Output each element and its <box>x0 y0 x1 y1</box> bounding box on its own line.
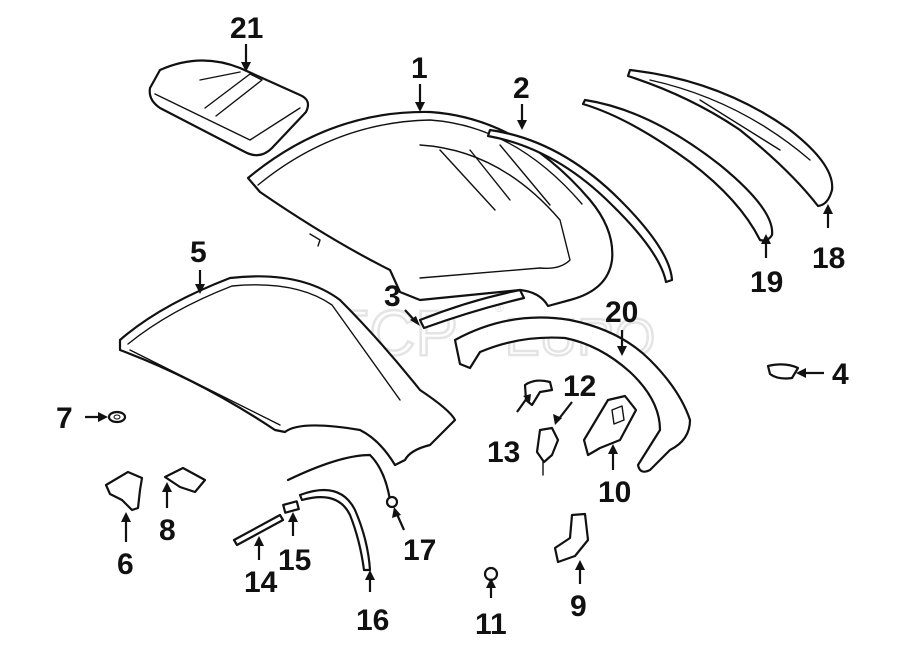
callout-19: 19 <box>750 266 783 299</box>
callout-15: 15 <box>278 544 311 577</box>
part-16-weatherstrip[interactable] <box>298 488 372 572</box>
part-7-washer[interactable] <box>107 410 127 424</box>
callout-21: 21 <box>230 12 263 45</box>
callout-16: 16 <box>356 604 389 637</box>
callout-4: 4 <box>832 358 849 391</box>
part-21-boot-cover[interactable] <box>148 59 310 157</box>
part-8-cover-plate[interactable] <box>163 466 207 494</box>
part-1-top-assembly[interactable] <box>246 110 614 308</box>
part-3-side-seal[interactable] <box>418 288 526 330</box>
callout-7: 7 <box>56 402 73 435</box>
callout-18: 18 <box>812 242 845 275</box>
callout-20: 20 <box>605 296 638 329</box>
part-9-latch-bracket[interactable] <box>553 512 590 564</box>
part-2-rear-seal[interactable] <box>486 128 674 284</box>
callout-14: 14 <box>244 566 278 599</box>
part-6-hinge-bracket[interactable] <box>104 470 144 512</box>
callout-11: 11 <box>475 608 507 641</box>
callout-1: 1 <box>411 52 428 85</box>
part-12-latch[interactable] <box>535 426 560 476</box>
callout-arrows <box>85 44 833 598</box>
callout-2: 2 <box>513 72 530 105</box>
part-17-cable[interactable] <box>286 453 399 509</box>
part-18-rear-window[interactable] <box>626 68 834 208</box>
part-10-latch-housing[interactable] <box>582 394 638 457</box>
watermark-mark: ® <box>495 301 504 315</box>
callout-12: 12 <box>563 370 596 403</box>
part-14-rod[interactable] <box>232 513 285 547</box>
part-15-sleeve[interactable] <box>282 500 300 514</box>
callout-13: 13 <box>487 436 520 469</box>
callout-17: 17 <box>403 534 436 567</box>
part-20-frame-trim[interactable] <box>453 316 692 473</box>
callout-9: 9 <box>570 590 587 623</box>
callout-5: 5 <box>190 236 207 269</box>
callout-8: 8 <box>159 514 176 547</box>
part-13-guide[interactable] <box>523 379 554 407</box>
callout-6: 6 <box>117 548 134 581</box>
part-4-bracket[interactable] <box>766 363 800 380</box>
callout-labels: 21 1 2 3 4 5 7 6 8 9 10 11 12 13 14 15 1… <box>56 12 849 641</box>
part-5-top-cover[interactable] <box>118 275 457 467</box>
callout-3: 3 <box>384 280 401 313</box>
callout-10: 10 <box>598 476 631 509</box>
